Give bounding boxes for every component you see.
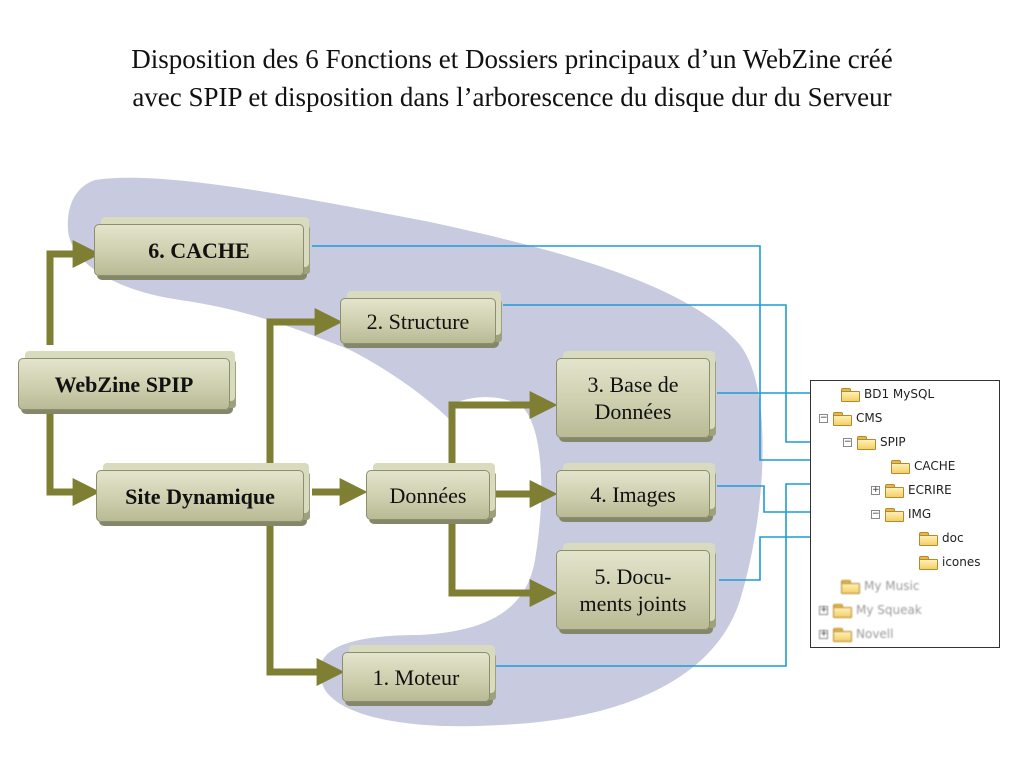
tree-item-label: CACHE <box>914 459 956 473</box>
arrow-donnees-to-docs <box>448 520 558 607</box>
tree-item-img[interactable]: − IMG <box>871 504 931 524</box>
box-base-line-1: 3. Base de <box>587 372 679 397</box>
arrow-site-to-structure <box>266 308 343 465</box>
tree-item-label: IMG <box>908 507 932 521</box>
box-moteur: 1. Moteur <box>342 652 490 702</box>
title-line-1: Disposition des 6 Fonctions et Dossiers … <box>131 44 893 74</box>
tree-item-label: ECRIRE <box>908 483 952 497</box>
folder-icon <box>919 531 938 546</box>
olive-arrows <box>46 240 558 686</box>
box-base-line-2: Données <box>594 399 672 424</box>
box-base-de-donnees: 3. Base de Données <box>556 358 710 438</box>
box-structure: 2. Structure <box>340 298 496 344</box>
tree-item-bd1-mysql[interactable]: BD1 MySQL <box>841 384 934 404</box>
arrow-site-to-moteur <box>266 520 345 686</box>
expand-icon[interactable]: + <box>819 604 828 615</box>
arrow-webzine-to-site <box>46 405 101 506</box>
box-site-dynamique: Site Dynamique <box>96 470 304 522</box>
box-documents-joints: 5. Docu- ments joints <box>556 550 710 630</box>
folder-icon <box>885 507 904 522</box>
tree-item-cms[interactable]: − CMS <box>819 408 882 428</box>
tree-item-label: SPIP <box>880 435 906 449</box>
box-docs-line-1: 5. Docu- <box>594 564 672 589</box>
tree-item-label: My Music <box>864 579 920 593</box>
box-cache: 6. CACHE <box>94 224 304 276</box>
folder-icon <box>919 555 938 570</box>
tree-item-label: doc <box>942 531 964 545</box>
arrow-donnees-to-base <box>448 391 558 465</box>
collapse-icon[interactable]: − <box>819 412 828 423</box>
tree-item-label: icones <box>942 555 981 569</box>
page-title: Disposition des 6 Fonctions et Dossiers … <box>0 40 1024 116</box>
folder-icon <box>833 603 852 618</box>
box-donnees: Données <box>366 470 490 520</box>
box-webzine: WebZine SPIP <box>18 358 230 410</box>
tree-item-my-squeak[interactable]: + My Squeak <box>819 600 922 620</box>
tree-item-label: Novell <box>856 627 894 641</box>
tree-item-label: CMS <box>856 411 883 425</box>
tree-item-icones[interactable]: icones <box>919 552 981 572</box>
expand-icon[interactable]: + <box>819 628 828 639</box>
collapse-icon[interactable]: − <box>843 436 852 447</box>
tree-item-doc[interactable]: doc <box>919 528 964 548</box>
tree-item-cache[interactable]: CACHE <box>891 456 955 476</box>
expand-icon[interactable]: + <box>871 484 880 495</box>
arrow-webzine-to-cache <box>46 240 101 345</box>
tree-item-ecrire[interactable]: + ECRIRE <box>871 480 952 500</box>
tree-item-spip[interactable]: − SPIP <box>843 432 906 452</box>
tree-item-label: BD1 MySQL <box>864 387 935 401</box>
folder-icon <box>833 411 852 426</box>
folder-icon <box>841 579 860 594</box>
folder-icon <box>857 435 876 450</box>
collapse-icon[interactable]: − <box>871 508 880 519</box>
tree-item-my-music[interactable]: My Music <box>841 576 919 596</box>
title-line-2: avec SPIP et disposition dans l’arboresc… <box>132 82 892 112</box>
folder-icon <box>891 459 910 474</box>
box-images: 4. Images <box>556 470 710 518</box>
folder-icon <box>833 627 852 642</box>
folder-icon <box>841 387 860 402</box>
folder-tree-panel: BD1 MySQL − CMS − SPIP CACHE + ECRIRE − … <box>810 380 1000 648</box>
tree-item-novell[interactable]: + Novell <box>819 624 893 644</box>
folder-icon <box>885 483 904 498</box>
box-docs-line-2: ments joints <box>579 591 687 616</box>
tree-item-label: My Squeak <box>856 603 922 617</box>
